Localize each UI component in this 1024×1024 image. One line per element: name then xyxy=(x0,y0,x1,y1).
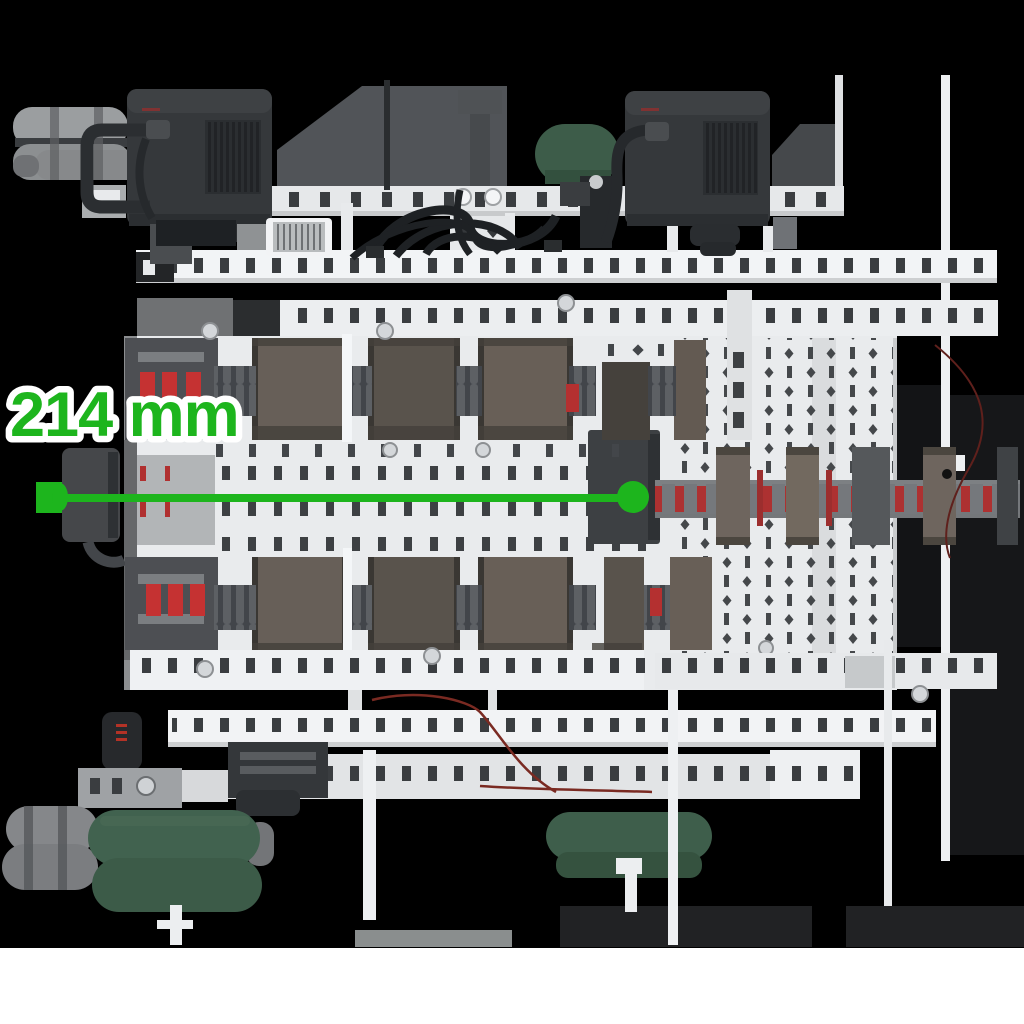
svg-text:214 mm: 214 mm xyxy=(10,380,239,450)
